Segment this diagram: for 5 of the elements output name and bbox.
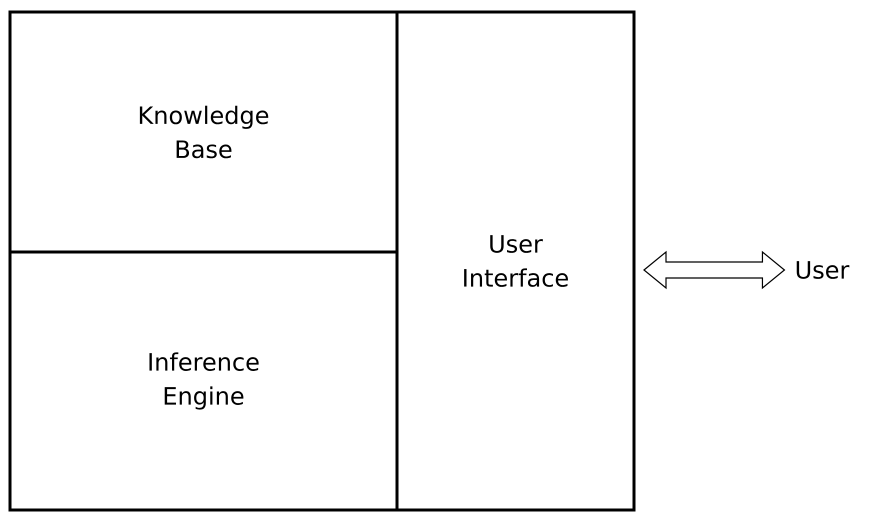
module-box: User Interface [396,10,636,512]
module-box: Knowledge Base [8,10,398,254]
user-label: User [796,261,850,279]
module-box: Inference Engine [8,250,398,512]
double-arrow [643,250,786,290]
